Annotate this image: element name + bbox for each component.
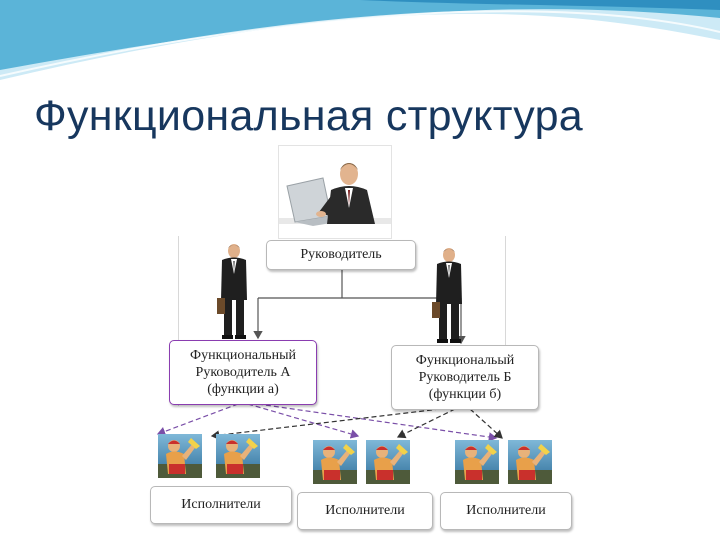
functional-b-line2: Руководитель Б xyxy=(418,370,512,385)
worker-icon xyxy=(216,434,260,478)
businessman-figure-left xyxy=(217,244,247,339)
manager-label: Руководитель xyxy=(300,247,382,262)
executors-label-2: Исполнители xyxy=(325,503,405,518)
businessman-figure-right xyxy=(432,248,462,343)
functional-a-line1: Функциональный xyxy=(190,348,296,363)
functional-b-line1: Функциональый xyxy=(415,353,515,368)
functional-a-line3: (функции а) xyxy=(207,382,279,397)
header-wave-decoration xyxy=(0,0,720,80)
worker-icon xyxy=(313,440,357,484)
executors-box-3: Исполнители xyxy=(440,492,572,530)
executors-box-2: Исполнители xyxy=(297,492,433,530)
functional-a-line2: Руководитель А xyxy=(195,365,291,380)
worker-icon xyxy=(455,440,499,484)
manager-at-laptop-image xyxy=(279,146,391,238)
slide-title: Функциональная структура xyxy=(34,92,584,140)
manager-box: Руководитель xyxy=(266,240,416,270)
worker-icon xyxy=(508,440,552,484)
functional-b-line3: (функции б) xyxy=(428,387,502,402)
executors-box-1: Исполнители xyxy=(150,486,292,524)
worker-icon xyxy=(158,434,202,478)
functional-manager-b-box: Функциональый Руководитель Б (функции б) xyxy=(391,345,539,410)
manager-photo xyxy=(278,145,392,239)
executors-label-1: Исполнители xyxy=(181,497,261,512)
worker-icon xyxy=(366,440,410,484)
functional-manager-a-box: Функциональный Руководитель А (функции а… xyxy=(169,340,317,405)
executors-label-3: Исполнители xyxy=(466,503,546,518)
diagram-frame xyxy=(178,236,506,406)
